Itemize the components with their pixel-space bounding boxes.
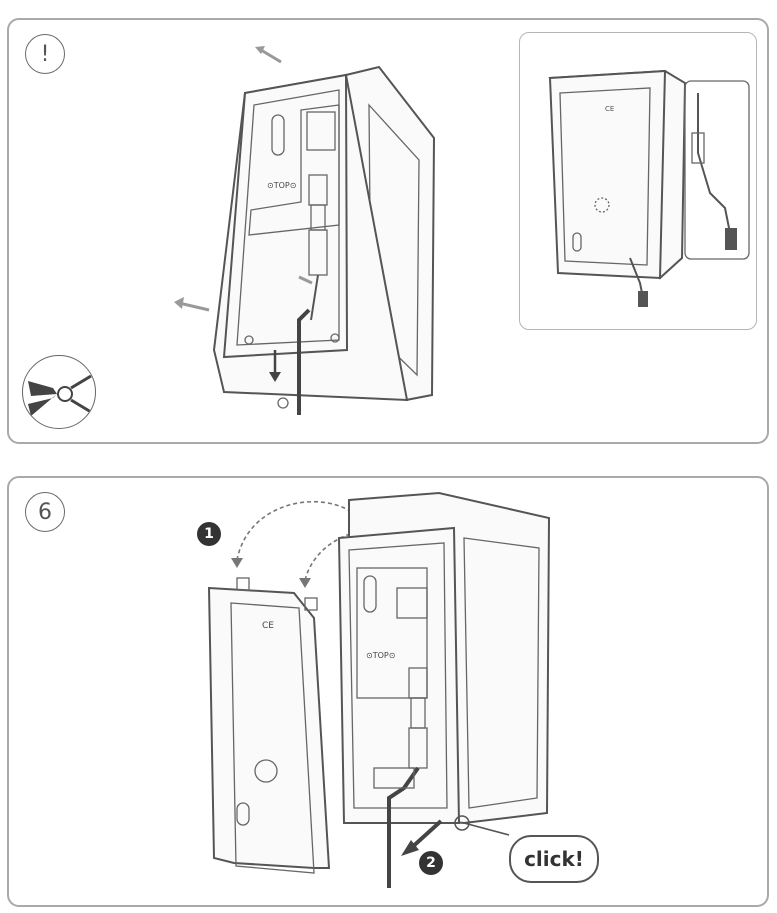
step-6-panel: 6 ⊙TOP⊙ CE [7, 476, 769, 907]
screw-hole [277, 397, 289, 409]
ce-label-bottom: CE [262, 621, 274, 631]
detail-inset: CE [519, 32, 757, 330]
click-callout: click! [509, 835, 599, 883]
direction-arrow-icon [401, 819, 443, 856]
step-badge-6: 6 [25, 492, 65, 532]
sequence-badge-2: 2 [419, 851, 443, 875]
ce-label: CE [605, 105, 614, 113]
mounting-slot [271, 114, 285, 156]
cover-attach-illustration: ⊙TOP⊙ CE [207, 491, 551, 888]
sequence-badge-1: 1 [197, 522, 221, 546]
top-label: ⊙TOP⊙ [267, 181, 296, 190]
wire-cutter-icon [22, 355, 96, 429]
top-label-bottom: ⊙TOP⊙ [366, 651, 395, 660]
step-badge-warning: ! [25, 34, 65, 74]
step-warning-panel: ! ⊙TOP⊙ [7, 18, 769, 444]
direction-arrow-icon [174, 46, 313, 382]
mounting-box-illustration: ⊙TOP⊙ [174, 46, 436, 415]
